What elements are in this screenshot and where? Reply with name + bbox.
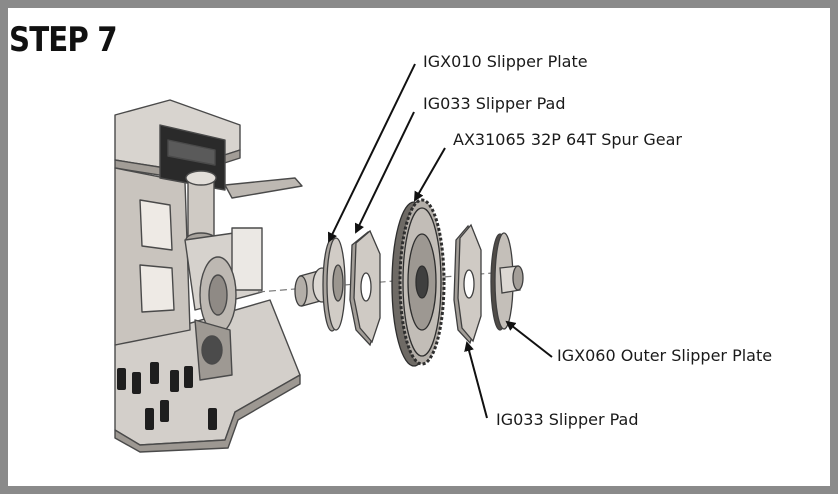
chassis-screws — [117, 362, 217, 430]
callout-outer-slipper-plate: IGX060 Outer Slipper Plate — [557, 346, 773, 365]
step-title: STEP 7 — [9, 20, 118, 60]
outer-slipper-plate-part — [490, 232, 524, 331]
callout-spur-gear: AX31065 32P 64T Spur Gear — [453, 130, 682, 149]
callout-slipper-plate: IGX010 Slipper Plate — [423, 52, 588, 71]
slipper-pad-lower-part — [453, 223, 482, 345]
axle-centerline — [257, 271, 506, 293]
spur-gear-part — [391, 198, 446, 367]
callout-slipper-pad-lower: IG033 Slipper Pad — [496, 410, 639, 429]
slipper-plate-part — [322, 237, 346, 332]
callout-arrows — [327, 63, 553, 419]
slipper-pad-upper-part — [349, 229, 381, 347]
chassis-assembly — [114, 99, 303, 453]
callout-slipper-pad-upper: IG033 Slipper Pad — [423, 94, 566, 113]
